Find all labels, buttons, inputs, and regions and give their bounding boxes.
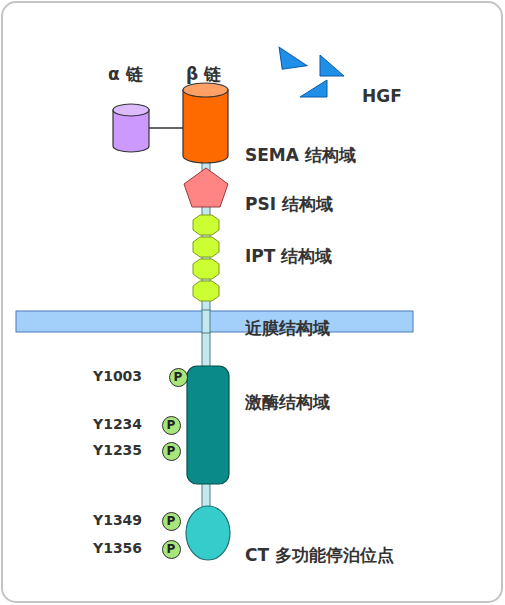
domain-label: 近膜结构域 xyxy=(245,318,330,338)
disulfide-link xyxy=(149,127,184,129)
psi-pentagon xyxy=(184,168,228,207)
residue-label: Y1003 xyxy=(93,368,142,385)
phospho-letter: P xyxy=(167,419,176,431)
transmembrane-segment xyxy=(202,310,210,333)
ligand-label: HGF xyxy=(362,86,402,106)
hgf-triangle xyxy=(320,55,344,76)
cell-membrane xyxy=(16,311,413,332)
residue-label: Y1234 xyxy=(93,416,142,433)
ipt-octagon xyxy=(193,215,219,235)
ipt-octagon xyxy=(193,281,219,301)
domain-label: PSI 结构域 xyxy=(245,194,333,214)
phospho-letter: P xyxy=(167,515,176,527)
beta-chain-top xyxy=(183,83,228,97)
phospho-letter: P xyxy=(167,543,176,555)
residue-label: Y1349 xyxy=(93,512,142,529)
hgf-triangle xyxy=(300,80,327,97)
phospho-marker: P xyxy=(162,540,181,559)
alpha-chain-top xyxy=(113,104,149,116)
domain-label: SEMA 结构域 xyxy=(245,145,356,165)
ipt-octagon xyxy=(193,259,219,279)
residue-label: Y1356 xyxy=(93,540,142,557)
beta-chain xyxy=(183,90,228,163)
domain-label: 激酶结构域 xyxy=(245,392,330,412)
phospho-marker: P xyxy=(162,442,181,461)
chain-label: β 链 xyxy=(186,64,221,84)
site-label: CT 多功能停泊位点 xyxy=(245,545,394,565)
phospho-letter: P xyxy=(174,371,183,383)
chain-label: α 链 xyxy=(108,64,143,84)
phospho-marker: P xyxy=(162,512,181,531)
kinase-domain xyxy=(187,366,229,484)
hgf-triangle xyxy=(279,44,307,69)
ipt-octagon xyxy=(193,237,219,257)
residue-label: Y1235 xyxy=(93,442,142,459)
phospho-marker: P xyxy=(162,416,181,435)
phospho-marker: P xyxy=(169,368,188,387)
domain-label: IPT 结构域 xyxy=(245,246,332,266)
phospho-letter: P xyxy=(167,445,176,457)
ct-domain xyxy=(186,506,230,560)
